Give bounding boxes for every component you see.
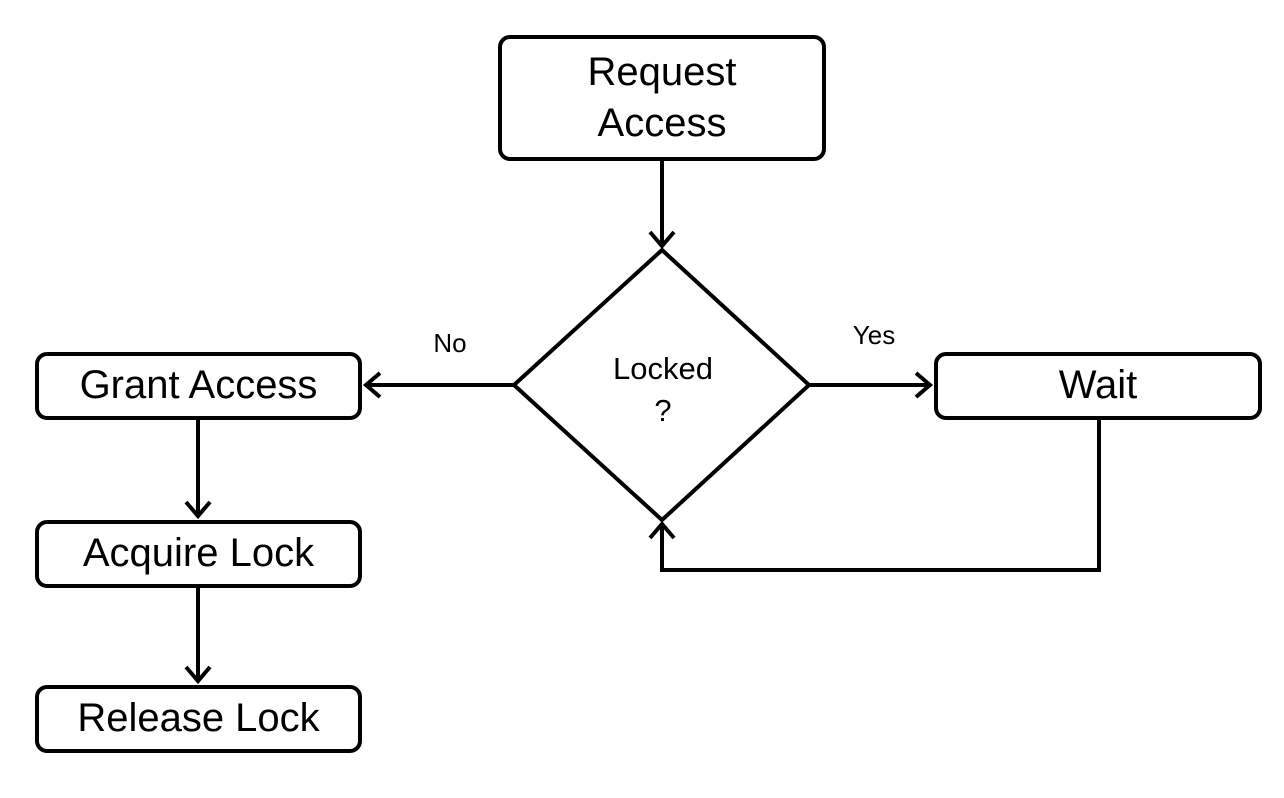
grant-access-node: Grant Access	[35, 352, 362, 420]
request-access-node: Request Access	[498, 35, 826, 161]
arrowhead-no-to-grant	[362, 371, 382, 399]
arrowhead-acquire-to-release	[184, 665, 212, 685]
decision-label: Locked ?	[580, 348, 746, 432]
arrowhead-wait-loop-back	[648, 520, 676, 540]
arrowhead-request-to-decision	[648, 230, 676, 250]
request-access-line2: Access	[597, 101, 727, 145]
release-lock-label: Release Lock	[77, 696, 320, 741]
edge-label-no: No	[433, 328, 467, 358]
decision-diamond	[511, 247, 812, 523]
wait-node: Wait	[934, 352, 1262, 420]
decision-label-line2: ?	[654, 392, 672, 428]
edge-label-yes: Yes	[852, 320, 896, 350]
release-lock-node: Release Lock	[35, 685, 362, 753]
arrowhead-yes-to-wait	[914, 371, 934, 399]
grant-access-label: Grant Access	[79, 363, 318, 408]
decision-label-line1: Locked	[613, 351, 713, 386]
acquire-lock-node: Acquire Lock	[35, 520, 362, 588]
wait-label: Wait	[1058, 363, 1138, 408]
arrowhead-grant-to-acquire	[184, 500, 212, 520]
arrow-wait-loop-back	[660, 420, 1101, 572]
request-access-line1: Request	[587, 49, 737, 94]
acquire-lock-label: Acquire Lock	[82, 531, 315, 576]
